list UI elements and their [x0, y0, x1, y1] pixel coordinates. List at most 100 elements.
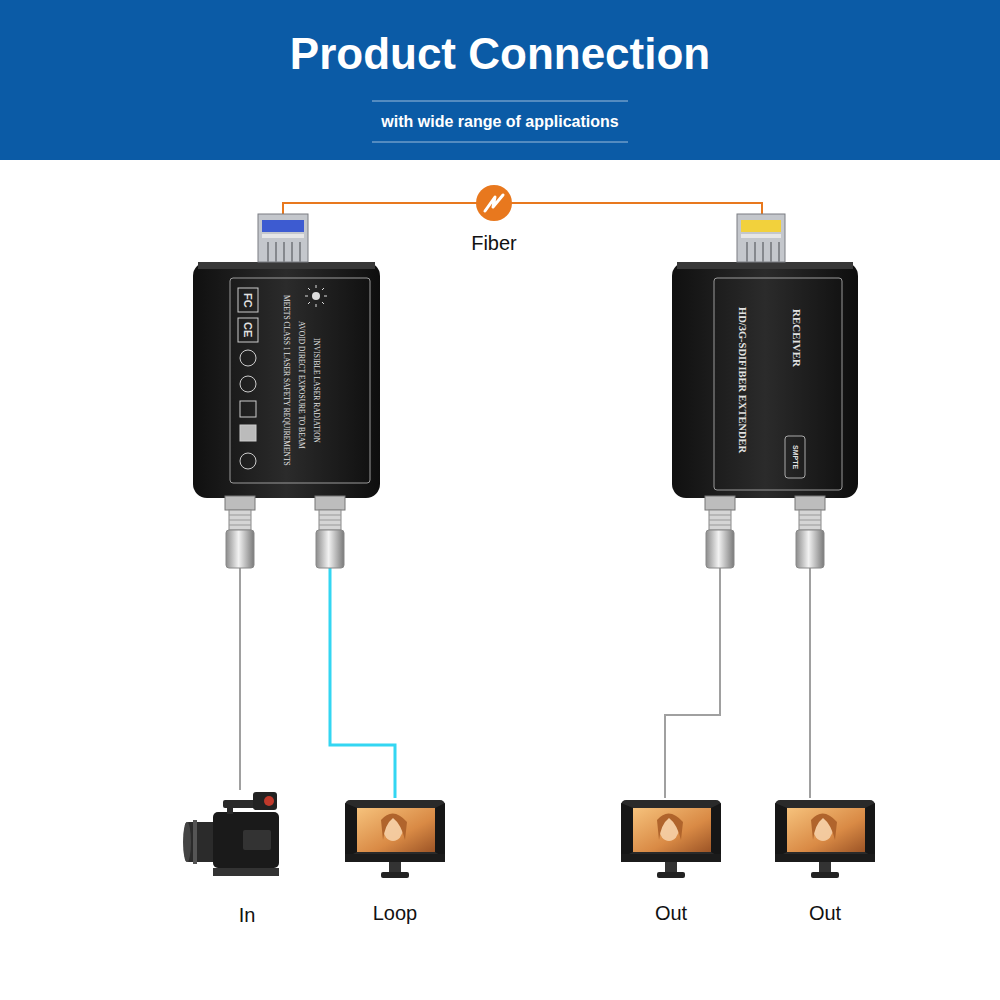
- sfp-module: [737, 214, 785, 262]
- cert-mark: FC: [242, 293, 254, 308]
- cert-icon: [240, 350, 256, 366]
- loop-monitor: Loop: [340, 798, 450, 926]
- lens-ring: [193, 820, 197, 864]
- text-wrap: Out: [809, 900, 841, 926]
- fiber-link: [283, 203, 762, 262]
- bnc-thread-lines: [709, 515, 731, 525]
- sfp-band: [262, 234, 304, 238]
- label-panel: [714, 278, 842, 490]
- receiver-housing: [672, 262, 858, 498]
- bnc-nut: [315, 496, 345, 510]
- title-bar: [0, 0, 1000, 160]
- warning-text: INVISIBLE LASER RADIATION: [312, 338, 320, 443]
- out-monitor-figure: [621, 800, 721, 878]
- text-wrap: HD/3G-SDIFIBER EXTENDER: [736, 307, 748, 453]
- subtitle-rule: [372, 101, 628, 102]
- camera-body: [213, 812, 279, 868]
- cert-icon: [240, 425, 256, 441]
- bnc-thread: [799, 510, 821, 530]
- text-wrap: Out: [655, 900, 687, 926]
- receiver-unit: HD/3G-SDIFIBER EXTENDER RECEIVER SMPTE: [672, 262, 858, 498]
- cert-icon: [240, 401, 256, 417]
- camera-base: [213, 868, 279, 876]
- bnc-thread: [229, 510, 251, 530]
- sfp-latch: [262, 220, 304, 232]
- label-wrap: with wide range of applications: [0, 111, 1000, 133]
- unit-type: RECEIVER: [791, 309, 803, 367]
- standard-mark: SMPTE: [791, 445, 799, 469]
- camera-device: In: [192, 790, 302, 928]
- transmitter-housing: [193, 262, 380, 498]
- model-name: HD/3G-SDIFIBER EXTENDER: [736, 307, 748, 453]
- sfp-band: [741, 234, 781, 238]
- bnc-connector: [705, 496, 735, 568]
- cert-mark: CE: [242, 322, 254, 337]
- out-monitor: Out: [616, 798, 726, 926]
- bnc-sleeve: [316, 530, 344, 568]
- fiber-icon-mark: [485, 195, 503, 211]
- device-caption: Loop: [373, 900, 418, 926]
- camera-viewfinder: [253, 792, 277, 810]
- cert-box: [238, 318, 258, 342]
- text-wrap: Loop: [373, 900, 418, 926]
- page-title: Product Connection: [0, 26, 1000, 82]
- laser-icon-rays: [305, 285, 327, 307]
- title-wrap: Product Connection: [0, 26, 1000, 82]
- bnc-nut: [795, 496, 825, 510]
- bnc-sleeve: [226, 530, 254, 568]
- bnc-connector: [225, 496, 255, 568]
- link-label: Fiber: [467, 230, 521, 256]
- cert-icon: [240, 376, 256, 392]
- device-caption: In: [239, 902, 256, 928]
- laser-icon: [312, 292, 320, 300]
- sfp-fins: [268, 242, 300, 262]
- bnc-nut: [705, 496, 735, 510]
- bnc-connector: [315, 496, 345, 568]
- subtitle-rule: [372, 142, 628, 143]
- warning-text: AVOID DIRECT EXPOSURE TO BEAM: [297, 321, 305, 449]
- cert-icon: [240, 453, 256, 469]
- out-monitor-figure: [775, 800, 875, 878]
- loop-monitor-figure: [345, 800, 445, 878]
- standard-logo: [785, 436, 805, 478]
- camera-panel: [243, 830, 271, 850]
- device-caption: Out: [655, 900, 687, 926]
- text-wrap: INVISIBLE LASER RADIATION: [312, 338, 320, 443]
- device-caption: Out: [809, 900, 841, 926]
- text-wrap: RECEIVER: [791, 309, 803, 367]
- housing-lip: [677, 262, 853, 269]
- text-wrap: SMPTE: [791, 445, 799, 469]
- label-panel: [230, 278, 370, 483]
- bnc-thread: [319, 510, 341, 530]
- transmitter-unit: INVISIBLE LASER RADIATION AVOID DIRECT EX…: [193, 262, 380, 498]
- bnc-connector: [795, 496, 825, 568]
- bnc-thread-lines: [799, 515, 821, 525]
- bnc-thread-lines: [229, 515, 251, 525]
- sfp-latch: [741, 220, 781, 232]
- warning-text: MEETS CLASS 1 LASER SAFETY REQUIREMENTS: [282, 295, 290, 466]
- text-wrap: AVOID DIRECT EXPOSURE TO BEAM: [297, 321, 305, 449]
- bnc-nut: [225, 496, 255, 510]
- fiber-icon: [476, 185, 512, 221]
- camera-figure: [183, 792, 279, 876]
- bnc-thread: [709, 510, 731, 530]
- text-wrap: MEETS CLASS 1 LASER SAFETY REQUIREMENTS: [282, 295, 290, 466]
- text-wrap: CE: [242, 322, 254, 337]
- subtitle-text: with wide range of applications: [0, 111, 1000, 133]
- viewfinder-ring: [264, 796, 274, 806]
- text-wrap: In: [239, 902, 256, 928]
- sfp-module: [258, 214, 308, 262]
- bnc-thread-lines: [319, 515, 341, 525]
- bnc-sleeve: [706, 530, 734, 568]
- sfp-fins: [747, 242, 779, 262]
- out-monitor: Out: [770, 798, 880, 926]
- text-wrap: FC: [242, 293, 254, 308]
- edge-label-wrap: Fiber: [467, 230, 521, 256]
- handle-post: [227, 806, 233, 814]
- housing-lip: [198, 262, 375, 269]
- lens-front: [183, 822, 191, 862]
- bnc-sleeve: [796, 530, 824, 568]
- cert-box: [238, 288, 258, 312]
